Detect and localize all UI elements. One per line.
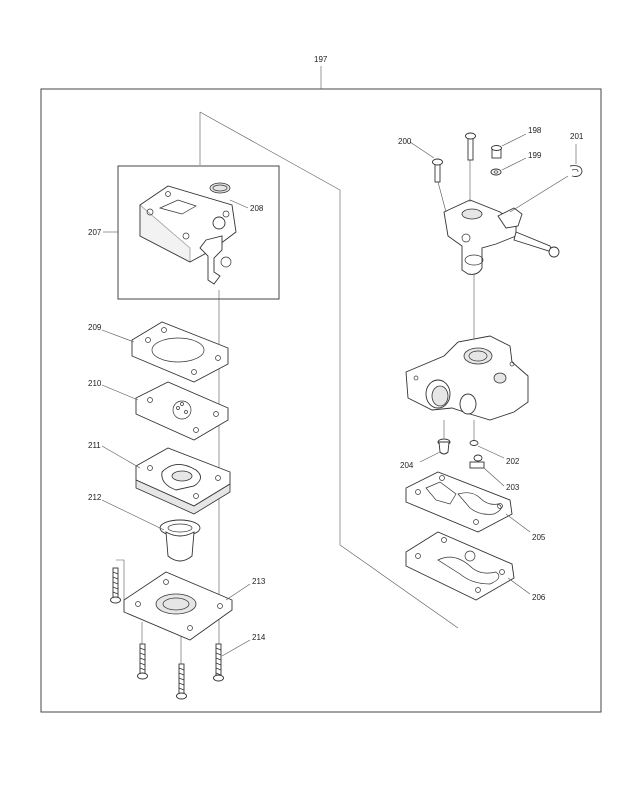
leader-199 <box>501 157 527 171</box>
screw-part-2 <box>137 643 148 680</box>
oring-202-part <box>469 440 479 446</box>
screw-top-part <box>465 132 476 161</box>
label-197: 197 <box>314 55 328 64</box>
throttle-screw-part <box>513 231 560 258</box>
label-212: 212 <box>88 493 102 502</box>
screw-part-4 <box>213 643 224 682</box>
screw-200-part <box>432 158 443 183</box>
leader-204 <box>419 451 441 463</box>
pump-body-part <box>135 447 231 515</box>
label-205: 205 <box>532 533 546 542</box>
metering-gasket-part <box>405 471 513 533</box>
metering-diaphragm-part <box>405 531 515 601</box>
carburetor-body-part <box>405 335 529 421</box>
check-valve-part <box>159 519 201 562</box>
label-203: 203 <box>506 483 520 492</box>
diaphragm-part <box>135 381 229 441</box>
leader-211 <box>101 445 141 469</box>
clip-201-part <box>569 165 583 177</box>
leader-212 <box>101 499 165 531</box>
inset-box-207 <box>117 165 280 300</box>
throttle-lever-part <box>443 199 523 275</box>
filter-screen-part <box>209 182 231 194</box>
label-208: 208 <box>250 204 264 213</box>
leader-214 <box>221 639 251 657</box>
plug-204-part <box>437 438 451 455</box>
leader-202 <box>477 445 505 459</box>
label-207: 207 <box>88 228 102 237</box>
exploded-guide-lines <box>199 111 459 629</box>
label-210: 210 <box>88 379 102 388</box>
screw-axis-1 <box>116 559 125 600</box>
leader-208 <box>229 199 249 209</box>
washer-199-part <box>490 168 502 176</box>
leader-203 <box>483 467 505 487</box>
leader-209 <box>101 329 135 343</box>
screw-part-3 <box>176 663 187 700</box>
pump-cover-part <box>139 185 237 285</box>
label-214: 214 <box>252 633 266 642</box>
needle-203-part <box>469 454 485 469</box>
leader-205 <box>505 513 531 533</box>
label-199: 199 <box>528 151 542 160</box>
label-213: 213 <box>252 577 266 586</box>
label-209: 209 <box>88 323 102 332</box>
label-206: 206 <box>532 593 546 602</box>
leader-206 <box>507 577 531 595</box>
cap-198-part <box>491 145 502 159</box>
screw-part-1 <box>110 567 121 604</box>
leader-198 <box>501 133 527 147</box>
gasket-part <box>131 321 229 383</box>
axis-201 <box>509 175 569 213</box>
label-211: 211 <box>88 441 101 450</box>
label-201: 201 <box>570 132 584 141</box>
cover-plate-part <box>123 571 233 641</box>
leader-210 <box>101 384 139 401</box>
leader-200 <box>409 141 435 159</box>
label-200: 200 <box>398 137 412 146</box>
label-202: 202 <box>506 457 520 466</box>
axis-200 <box>437 181 447 213</box>
label-198: 198 <box>528 126 542 135</box>
label-204: 204 <box>400 461 414 470</box>
leader-213 <box>225 583 251 601</box>
